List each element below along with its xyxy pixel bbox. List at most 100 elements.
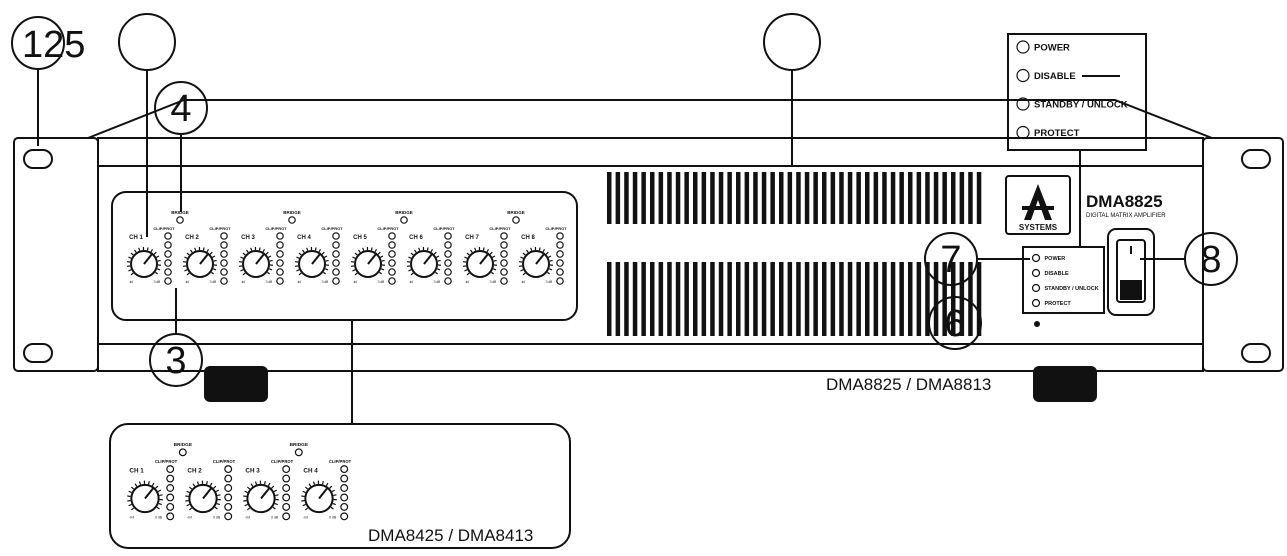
level-led bbox=[444, 277, 452, 285]
level-led bbox=[166, 474, 175, 483]
knob-tick bbox=[266, 271, 271, 275]
level-led bbox=[166, 512, 175, 521]
knob-tick bbox=[301, 249, 305, 253]
vent-slot bbox=[736, 172, 741, 224]
vent-slot bbox=[770, 262, 775, 336]
clip-prot-label: CLIP/PROT bbox=[433, 226, 455, 231]
vent-slot bbox=[770, 172, 775, 224]
knob-tick bbox=[486, 248, 490, 253]
level-led bbox=[444, 268, 452, 276]
knob-tick bbox=[380, 268, 385, 271]
knob-min-label: -inf bbox=[187, 515, 192, 519]
level-led bbox=[276, 259, 284, 267]
knob-tick bbox=[212, 268, 217, 271]
knob-tick bbox=[269, 259, 273, 262]
level-led bbox=[556, 268, 564, 276]
vent-slot bbox=[951, 172, 956, 224]
vent-slot bbox=[796, 172, 801, 224]
knob-tick bbox=[245, 249, 249, 253]
knob-tick bbox=[377, 251, 381, 255]
knob-max-label: 0 dB bbox=[154, 280, 161, 284]
gain-knob[interactable] bbox=[298, 250, 326, 278]
knob-tick bbox=[357, 249, 361, 253]
vent-slot bbox=[830, 172, 836, 224]
knob-tick bbox=[186, 503, 190, 507]
level-led bbox=[164, 268, 172, 276]
level-led bbox=[556, 277, 564, 285]
knob-tick bbox=[209, 251, 213, 255]
rack-hole-left-top bbox=[23, 149, 53, 169]
status-led bbox=[1031, 253, 1041, 263]
power-switch[interactable] bbox=[1107, 228, 1155, 316]
gain-knob[interactable] bbox=[354, 250, 382, 278]
vent-slot bbox=[675, 172, 681, 224]
knob-min-label: -inf bbox=[129, 515, 134, 519]
bridge-led bbox=[294, 448, 303, 457]
knob-tick bbox=[302, 490, 306, 494]
level-led bbox=[388, 277, 396, 285]
knob-tick bbox=[433, 251, 437, 255]
knob-pointer bbox=[318, 487, 328, 500]
vent-slot bbox=[925, 172, 930, 224]
vent-slot bbox=[976, 262, 982, 336]
knob-tick bbox=[138, 481, 142, 485]
status-label: STANDBY / UNLOCK bbox=[1045, 286, 1099, 292]
knob-tick bbox=[522, 272, 526, 276]
knob-min-label: -inf bbox=[353, 280, 358, 284]
knob-tick bbox=[469, 249, 473, 253]
knob-tick bbox=[215, 489, 220, 493]
knob-tick bbox=[186, 490, 190, 494]
level-led bbox=[276, 241, 284, 249]
knob-pointer bbox=[311, 253, 321, 265]
gain-knob[interactable] bbox=[522, 250, 550, 278]
vent-slot bbox=[684, 172, 689, 224]
knob-tick bbox=[304, 507, 309, 511]
knob-tick bbox=[186, 252, 190, 256]
knob-tick bbox=[214, 506, 218, 510]
status-detail-label: PROTECT bbox=[1034, 128, 1080, 139]
vent-slot bbox=[830, 262, 836, 336]
knob-tick bbox=[267, 482, 271, 487]
knob-tick bbox=[464, 269, 468, 272]
knob-tick bbox=[538, 247, 541, 251]
channel-label: CH 1 bbox=[129, 467, 144, 474]
gain-knob[interactable] bbox=[130, 483, 160, 514]
vent-slot bbox=[813, 172, 818, 224]
status-label: POWER bbox=[1045, 256, 1066, 262]
level-led bbox=[282, 465, 291, 474]
gain-knob[interactable] bbox=[246, 483, 276, 514]
knob-tick bbox=[546, 271, 551, 275]
knob-tick bbox=[242, 252, 246, 256]
vent-slot bbox=[632, 262, 638, 336]
vent-slot bbox=[744, 172, 750, 224]
knob-tick bbox=[159, 494, 163, 497]
channel-label: CH 3 bbox=[241, 235, 255, 241]
bridge-label: BRIDGE bbox=[290, 442, 308, 448]
gain-knob[interactable] bbox=[186, 250, 214, 278]
gain-knob[interactable] bbox=[242, 250, 270, 278]
level-led bbox=[332, 232, 340, 240]
vent-slot bbox=[856, 262, 861, 336]
gain-knob[interactable] bbox=[304, 483, 334, 514]
knob-min-label: -inf bbox=[129, 280, 134, 284]
vent-slot bbox=[736, 262, 741, 336]
clip-prot-label: CLIP/PROT bbox=[321, 226, 343, 231]
vent-slot bbox=[607, 172, 612, 224]
gain-knob[interactable] bbox=[188, 483, 218, 514]
knob-tick bbox=[133, 249, 137, 253]
level-led bbox=[224, 465, 233, 474]
knob-tick bbox=[548, 255, 552, 258]
knob-tick bbox=[298, 252, 302, 256]
knob-tick bbox=[189, 249, 193, 253]
knob-tick bbox=[331, 489, 336, 493]
svg-text:8: 8 bbox=[1200, 239, 1221, 281]
knob-tick bbox=[184, 256, 188, 259]
gain-knob[interactable] bbox=[410, 250, 438, 278]
level-led bbox=[224, 474, 233, 483]
level-led bbox=[556, 241, 564, 249]
level-led bbox=[332, 268, 340, 276]
gain-knob[interactable] bbox=[130, 250, 158, 278]
gain-knob[interactable] bbox=[466, 250, 494, 278]
